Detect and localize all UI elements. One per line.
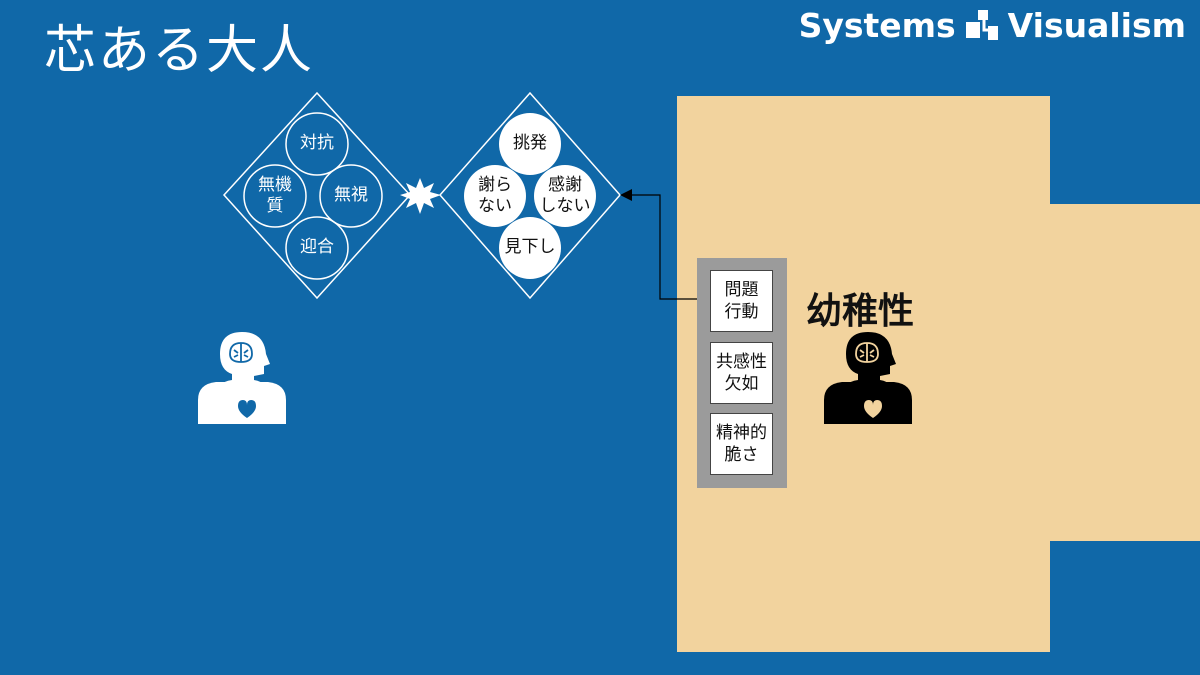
child-behavior-label: 謝ら ない [478,174,512,216]
adult-person-icon [198,332,286,424]
child-behavior-label: 見下し [504,237,556,258]
page-title: 芯ある大人 [44,21,315,81]
adult-response-label: 迎合 [300,237,334,258]
adult-response-label: 対抗 [300,133,334,154]
trait-box: 共感性 欠如 [710,342,773,404]
circle-mikudashi [499,217,561,279]
connector-line [630,194,697,300]
brand-word-systems: Systems [798,6,956,45]
child-behavior-diamond [439,91,621,300]
child-behavior-label: 感謝 しない [539,174,591,216]
child-behavior-label: 挑発 [513,133,547,154]
heart-icon [864,400,882,418]
childishness-label: 幼稚性 [806,291,915,332]
heart-icon [238,400,256,418]
circle-kanshashinai [534,165,596,227]
brand-word-visualism: Visualism [1007,6,1186,45]
adult-response-label: 無機 質 [258,174,292,216]
brand-logo-icon [965,9,998,40]
circle-mukishitsu [243,164,307,228]
trait-box: 問題 行動 [710,270,773,332]
adult-response-diamond [222,91,412,300]
circle-chohatsu [499,113,561,175]
circle-ayamaranai [464,165,526,227]
beige-region-extension [1049,204,1200,541]
circle-geigo [285,216,349,280]
clash-burst-icon [400,178,441,214]
adult-response-label: 無視 [334,185,368,206]
brain-icon [855,342,879,363]
trait-box: 精神的 脆さ [710,413,773,475]
circle-mushi [319,164,383,228]
brand-logo: Systems Visualism [799,6,1186,45]
arrow-head-icon [620,189,632,201]
brain-icon [229,342,253,363]
circle-taiko [285,112,349,176]
child-person-icon [824,332,912,424]
